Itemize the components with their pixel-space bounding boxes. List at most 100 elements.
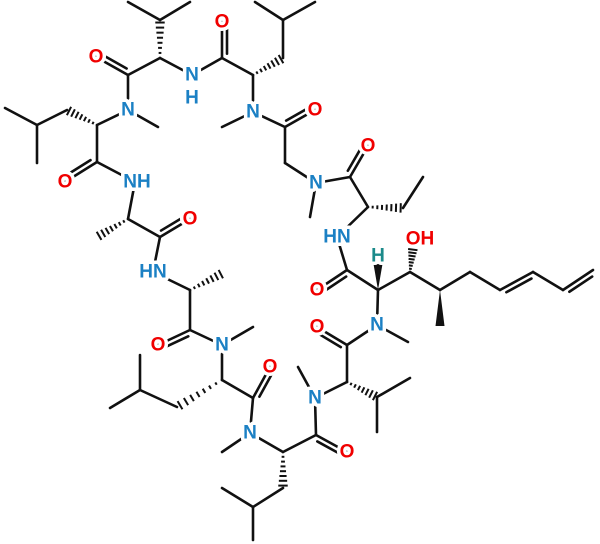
atom-label-nitrogen: N bbox=[215, 335, 229, 356]
double-bond bbox=[251, 365, 272, 400]
hashed-wedge-bond bbox=[408, 261, 414, 264]
solid-wedge-bond bbox=[435, 290, 445, 326]
single-bond bbox=[220, 110, 255, 129]
hashed-wedge-bond bbox=[104, 227, 111, 235]
hashed-wedge-bond bbox=[100, 229, 107, 238]
hashed-wedge-bond bbox=[176, 400, 184, 410]
single-bond bbox=[313, 396, 318, 437]
double-bond bbox=[158, 217, 192, 239]
single-bond bbox=[253, 0, 285, 22]
hashed-wedge-bond bbox=[74, 111, 80, 119]
atom-label-oxygen: O bbox=[361, 136, 376, 157]
atom-label-oxygen: O bbox=[310, 280, 325, 301]
hashed-wedge-bond bbox=[87, 118, 91, 124]
hashed-wedge-bond bbox=[371, 391, 379, 401]
single-bond bbox=[220, 56, 255, 77]
hashed-wedge-bond bbox=[368, 389, 374, 399]
atom-label-oxygen: OH bbox=[406, 229, 435, 250]
single-bond bbox=[95, 160, 137, 184]
single-bond bbox=[126, 56, 162, 77]
hashed-wedge-bond bbox=[255, 71, 259, 75]
double-bond bbox=[283, 108, 317, 129]
single-bond bbox=[468, 270, 502, 292]
atom-label-nitrogen: N bbox=[121, 100, 135, 121]
atom-label-oxygen: O bbox=[310, 317, 325, 338]
atom-label-oxygen: O bbox=[215, 12, 230, 33]
single-bond bbox=[220, 325, 255, 347]
hashed-wedge-bond bbox=[208, 385, 212, 390]
atom-label-oxygen: O bbox=[340, 442, 355, 463]
atom-label-nitrogen: N bbox=[309, 173, 323, 194]
hashed-wedge-bond bbox=[364, 388, 370, 396]
single-bond bbox=[345, 323, 379, 347]
hashed-wedge-bond bbox=[217, 269, 224, 279]
hashed-wedge-bond bbox=[117, 221, 122, 226]
hashed-wedge-bond bbox=[353, 383, 357, 389]
hashed-wedge-bond bbox=[82, 116, 88, 122]
single-bond bbox=[335, 235, 349, 272]
single-bond bbox=[126, 0, 162, 22]
hashed-wedge-bond bbox=[201, 280, 206, 286]
atom-label-nitrogen: NH bbox=[123, 172, 150, 193]
hashed-wedge-bond bbox=[277, 54, 285, 64]
single-bond bbox=[126, 217, 162, 239]
single-bond bbox=[348, 175, 370, 209]
double-bond-inner bbox=[162, 335, 190, 350]
single-bond bbox=[138, 388, 179, 409]
hashed-wedge-bond bbox=[197, 283, 201, 288]
single-bond bbox=[158, 56, 194, 77]
hashed-wedge-bond bbox=[274, 57, 280, 66]
hashed-wedge-bond bbox=[95, 231, 103, 241]
single-bond bbox=[108, 388, 142, 410]
hashed-wedge-bond bbox=[270, 60, 276, 68]
single-bond bbox=[251, 110, 287, 129]
hashed-wedge-bond bbox=[214, 381, 218, 386]
hashed-wedge-bond bbox=[70, 108, 76, 118]
double-bond bbox=[94, 55, 130, 77]
single-bond bbox=[220, 486, 255, 509]
double-bond-inner bbox=[159, 215, 186, 232]
single-bond bbox=[375, 323, 410, 344]
single-bond bbox=[251, 486, 285, 509]
hashed-wedge-bond bbox=[262, 65, 268, 71]
single-bond bbox=[188, 328, 224, 347]
hashed-wedge-bond bbox=[349, 382, 353, 386]
single-bond bbox=[283, 161, 318, 185]
double-bond bbox=[498, 270, 535, 292]
double-bond bbox=[63, 160, 99, 184]
single-bond bbox=[220, 431, 252, 454]
double-bond-inner bbox=[505, 277, 533, 294]
double-bond-inner bbox=[316, 332, 343, 349]
hashed-wedge-bond bbox=[408, 257, 415, 261]
single-bond bbox=[314, 175, 352, 185]
double-bond bbox=[561, 268, 595, 292]
hashed-wedge-bond bbox=[201, 388, 207, 394]
single-bond bbox=[313, 380, 349, 400]
hashed-wedge-bond bbox=[408, 254, 416, 258]
single-bond bbox=[335, 205, 370, 239]
double-bond-inner bbox=[64, 158, 92, 177]
atom-label-nitrogen: N bbox=[185, 65, 199, 86]
atom-label-nitrogen: N bbox=[370, 315, 384, 336]
single-bond bbox=[375, 288, 380, 327]
hashed-wedge-bond bbox=[109, 225, 114, 232]
atom-label-nitrogen: HN bbox=[323, 227, 350, 248]
single-bond bbox=[531, 270, 565, 292]
single-bond bbox=[126, 108, 160, 129]
double-bond-inner bbox=[284, 106, 311, 122]
single-bond bbox=[375, 376, 412, 399]
single-bond bbox=[35, 108, 69, 127]
hashed-wedge-bond bbox=[192, 286, 196, 290]
double-bond-inner bbox=[322, 275, 348, 294]
atom-label-oxygen: O bbox=[89, 47, 104, 68]
double-bond bbox=[156, 328, 192, 347]
double-bond bbox=[348, 144, 370, 179]
atom-label-oxygen: O bbox=[183, 209, 198, 230]
single-bond bbox=[126, 180, 137, 221]
atom-label-oxygen: O bbox=[58, 172, 73, 193]
hashed-wedge-bond bbox=[408, 251, 417, 255]
single-bond bbox=[281, 0, 317, 22]
